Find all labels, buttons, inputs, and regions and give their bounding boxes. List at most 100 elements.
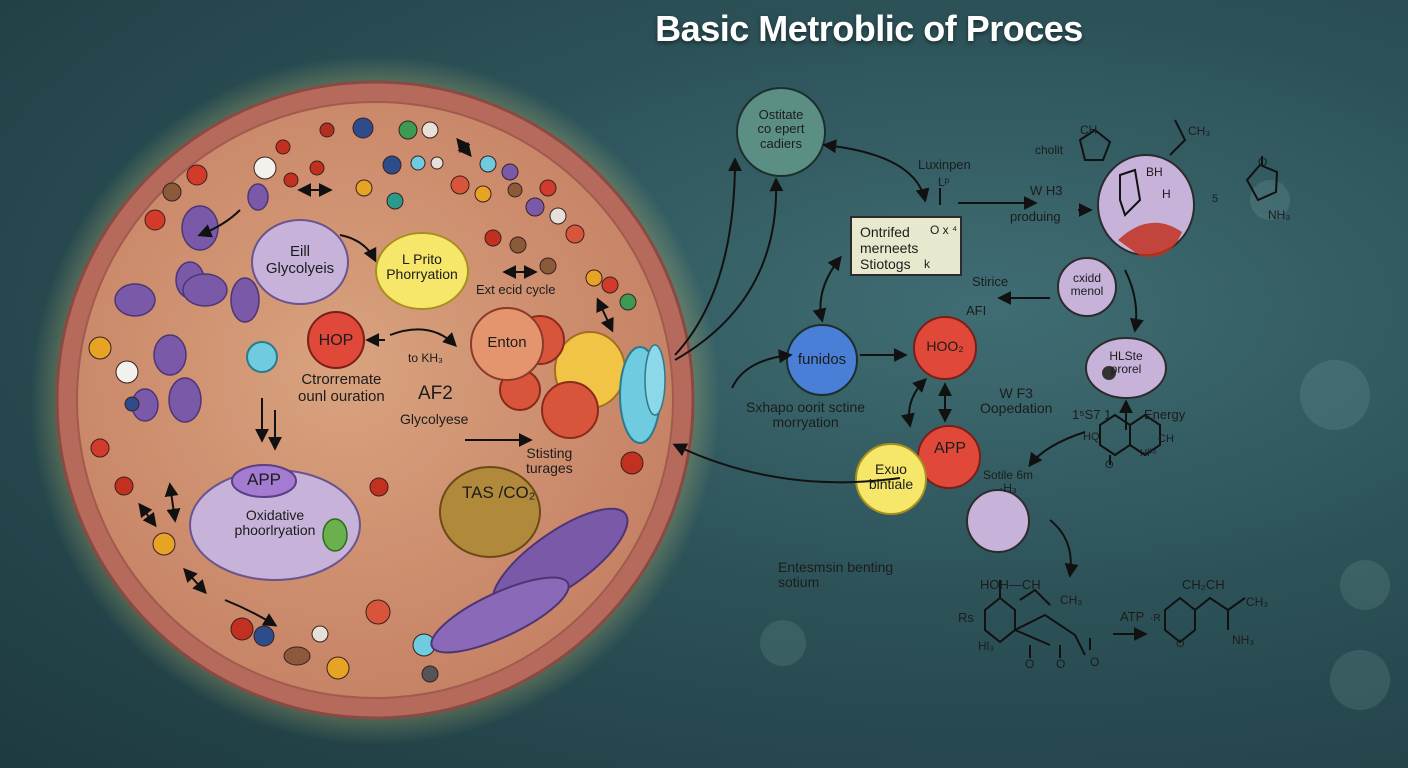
o1-label: O (1025, 657, 1035, 671)
oxidative-line2: phoorlryation (234, 522, 316, 539)
cholit-label: cholit (1035, 143, 1064, 157)
exuo-line2: bintiale (868, 476, 914, 493)
his-label: Hlᵏˢ (1140, 448, 1157, 459)
num-label: 1⁵S7 1 (1072, 407, 1112, 422)
stirice-label: Stirice (972, 274, 1009, 289)
sotile-line2: ·H₃ (999, 481, 1017, 496)
rs-label: Rs (958, 610, 974, 625)
five-label: 5 (1212, 193, 1219, 205)
ch3-b-label: CH₃ (1246, 595, 1269, 609)
funidos-label: funidos (797, 351, 847, 368)
cell-nodes (189, 219, 544, 581)
ostitate-line3: cadiers (760, 135, 802, 151)
nh3-ring-label: NH₃ (1268, 208, 1291, 222)
bokeh-dot (1300, 360, 1370, 430)
ostitate-line2: co epert (757, 121, 805, 137)
bokeh-dot (1330, 650, 1390, 710)
diagram-title: Basic Metroblic of Proces (655, 8, 1083, 49)
ch-small-label: CH (1080, 123, 1098, 137)
ontrifed-box: Ontrifed merneets Stiotogs (850, 216, 962, 276)
bokeh-dot (1340, 560, 1390, 610)
oxidative-line1: Oxidative (245, 507, 305, 523)
produing-label: produing (1010, 209, 1061, 224)
ostitate-line1: Ostitate (758, 107, 804, 122)
sxhapo-label: Sxhapo oorit sctine morryation (746, 399, 865, 431)
phorryation-label: Phorryation (386, 266, 458, 283)
k-label: k (924, 257, 930, 271)
ontrifed-line3: Stiotogs (860, 256, 911, 273)
hlste-label: HLSte prorel (1096, 349, 1156, 377)
ctrorem-label: Ctrorremate ounl ouration (298, 371, 385, 405)
sotile-label: Sotile 6m ·H₃ (983, 468, 1034, 496)
cxidd-line1: cxidd (1072, 271, 1101, 285)
ch3-top-label: CH₃ (1188, 124, 1211, 138)
exuo-label: Exuo bintiale (860, 461, 922, 493)
wh3-label: W H3 (1030, 183, 1063, 198)
chemical-structures (984, 119, 1279, 658)
entesmsin-line2: sotium (778, 574, 820, 591)
bokeh-dot (760, 620, 806, 666)
o2-label: O (1056, 657, 1066, 671)
hlste-line1: HLSte (1109, 349, 1143, 363)
o-bottom-label: O (1105, 459, 1114, 471)
cell-granules (114, 183, 269, 423)
luxinpen-label: Luxinpen (918, 157, 971, 172)
cxidd-line2: menol (1070, 284, 1104, 299)
node-ostitate: Ostitate co epert cadiers (741, 107, 821, 151)
sxhapo-line2: morryation (772, 414, 839, 431)
o3-label: O (1090, 655, 1100, 669)
atp-label: ATP (1120, 609, 1145, 624)
ch-right-label: CH (1158, 433, 1174, 445)
l-prito-label: L Prito (402, 251, 442, 267)
glycolyese-label: Glycolyese (400, 411, 469, 427)
stisting-label: Stisting turages (526, 445, 573, 477)
oxidative-label: Oxidative phoorlryation (210, 507, 340, 539)
to-kh-label: to KH₃ (408, 351, 443, 365)
af2-label: AF2 (418, 383, 453, 404)
o-b-label: O (1176, 638, 1185, 650)
pathway-arrows (138, 137, 1148, 641)
afi-label: AFI (966, 303, 987, 318)
wf3-line2: Oopedation (980, 400, 1053, 417)
cell-organelles (430, 315, 666, 654)
eill-label: Eill (289, 243, 310, 260)
o-ring-label: O (1258, 155, 1268, 169)
h-label: H (1162, 187, 1171, 201)
energy-label: Energy (1144, 407, 1186, 422)
stisting-line2: turages (526, 460, 573, 477)
right-nodes (736, 87, 1195, 553)
ontrifed-line2: merneets (860, 240, 919, 257)
wf3-label: W F3 Oopedation (980, 385, 1053, 417)
ox-label: O x ⁴ (930, 223, 958, 237)
ch2ch-label: CH₂CH (1182, 577, 1225, 592)
app-cell-label: APP (246, 470, 282, 489)
hoo2-label: HOO₂ (926, 338, 964, 354)
glycolysis-label: Glycolyeis (265, 259, 335, 277)
hoh-ch-label: HOH—CH (980, 577, 1041, 592)
r-small-label: ·R (1150, 613, 1161, 624)
nh3-b-label: NH₃ (1232, 633, 1255, 647)
hop-label: HOP (318, 332, 354, 349)
ctrorem-line1: Ctrorremate (301, 371, 382, 388)
ontrifed-line1: Ontrifed (860, 224, 910, 240)
ctrorem-line2: ounl ouration (298, 387, 385, 405)
exuo-line1: Exuo (875, 461, 907, 477)
h3-label: Hl₃ (978, 639, 995, 653)
hlste-line2: prorel (1110, 362, 1142, 377)
bh-label: BH (1146, 165, 1163, 179)
node-eill-glycolysis: Eill Glycolyeis (252, 243, 348, 277)
stisting-line1: Stisting (526, 445, 573, 461)
sotile-line1: Sotile 6m (983, 468, 1034, 482)
cell-molecules (88, 117, 644, 683)
node-l-prito: L Prito Phorryation (376, 251, 468, 283)
bokeh-dot (1250, 180, 1290, 220)
ch3-a-label: CH₃ (1060, 593, 1083, 607)
entesmsin-label: Entesmsin benting sotium (778, 559, 893, 591)
tas-label: TAS /CO₂ (462, 483, 536, 502)
hq-label: HQ (1083, 431, 1100, 443)
enton-label: Enton (487, 334, 527, 351)
cxidd-label: cxidd menol (1062, 271, 1112, 299)
lp-label: Lᵖ (938, 175, 950, 189)
ext-cycle-label: Ext ecid cycle (476, 282, 556, 297)
